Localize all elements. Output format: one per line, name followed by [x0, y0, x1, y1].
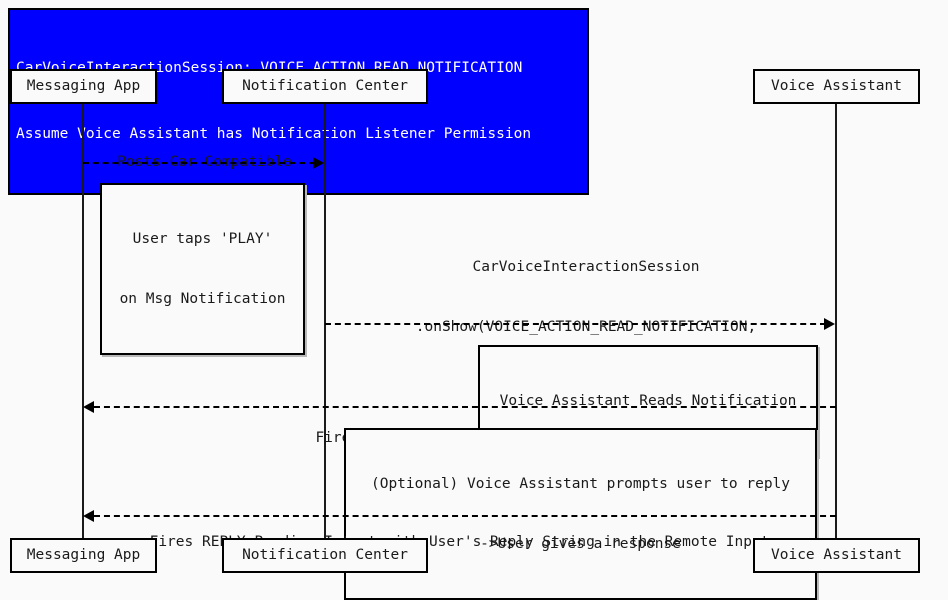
message-arrowhead-reply-intent	[83, 510, 94, 522]
lifeline-notification-center	[324, 103, 326, 539]
message-arrowhead-post-notification	[313, 157, 324, 169]
message-arrow-on-show	[325, 323, 826, 325]
message-arrowhead-on-show	[824, 318, 835, 330]
note-user-taps-play: User taps 'PLAY' on Msg Notification	[100, 183, 305, 355]
note-user-taps-play-line-2: on Msg Notification	[119, 291, 286, 307]
note-optional-reply-prompt-line-2: ->User gives a response	[480, 536, 681, 552]
participant-notification-center-top[interactable]: Notification Center	[222, 69, 428, 104]
message-label-on-show-line-1: CarVoiceInteractionSession	[472, 259, 700, 275]
participant-notification-center-bottom[interactable]: Notification Center	[222, 538, 428, 573]
message-arrow-mark-as-read	[94, 406, 836, 408]
message-arrowhead-mark-as-read	[83, 401, 94, 413]
message-label-on-show-line-2: .onShow(VOICE_ACTION_READ_NOTIFICATION,	[415, 319, 757, 335]
message-arrow-reply-intent	[94, 515, 836, 517]
participant-messaging-app-top[interactable]: Messaging App	[10, 69, 157, 104]
participant-messaging-app-bottom[interactable]: Messaging App	[10, 538, 157, 573]
diagram-title-line-2: Assume Voice Assistant has Notification …	[16, 126, 532, 142]
note-assistant-reads-notification-line-1: Voice Assistant Reads Notification	[499, 393, 797, 409]
note-optional-reply-prompt-line-1: (Optional) Voice Assistant prompts user …	[370, 476, 791, 492]
lifeline-voice-assistant	[835, 103, 837, 539]
participant-voice-assistant-top[interactable]: Voice Assistant	[753, 69, 920, 104]
participant-voice-assistant-bottom[interactable]: Voice Assistant	[753, 538, 920, 573]
message-arrow-post-notification	[83, 162, 315, 164]
note-user-taps-play-line-1: User taps 'PLAY'	[132, 231, 273, 247]
message-label-reply-intent: Fires REPLY Pending Intent with User's R…	[83, 492, 836, 592]
lifeline-messaging-app	[82, 103, 84, 539]
message-label-reply-intent-line-1: Fires REPLY Pending Intent with User's R…	[149, 534, 770, 550]
